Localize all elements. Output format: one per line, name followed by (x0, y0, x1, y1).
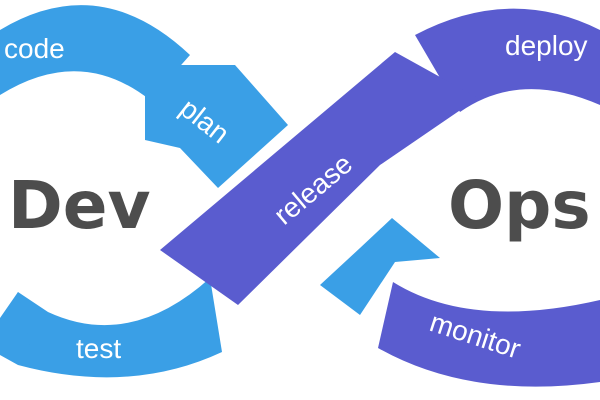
monitor-arrow-tip (320, 218, 440, 315)
test-arc-segment (0, 278, 222, 378)
code-arc-segment (0, 5, 190, 100)
plan-arrow-segment (145, 65, 288, 188)
deploy-arc-segment (415, 8, 600, 112)
release-band (160, 52, 478, 305)
stage-label-test: test (76, 333, 121, 364)
ops-word: Ops (448, 167, 591, 244)
monitor-arc-segment (378, 282, 600, 387)
stage-label-deploy: deploy (505, 30, 588, 61)
test-arrow-tip (0, 292, 30, 345)
dev-word: Dev (8, 167, 151, 244)
stage-label-code: code (4, 33, 65, 64)
